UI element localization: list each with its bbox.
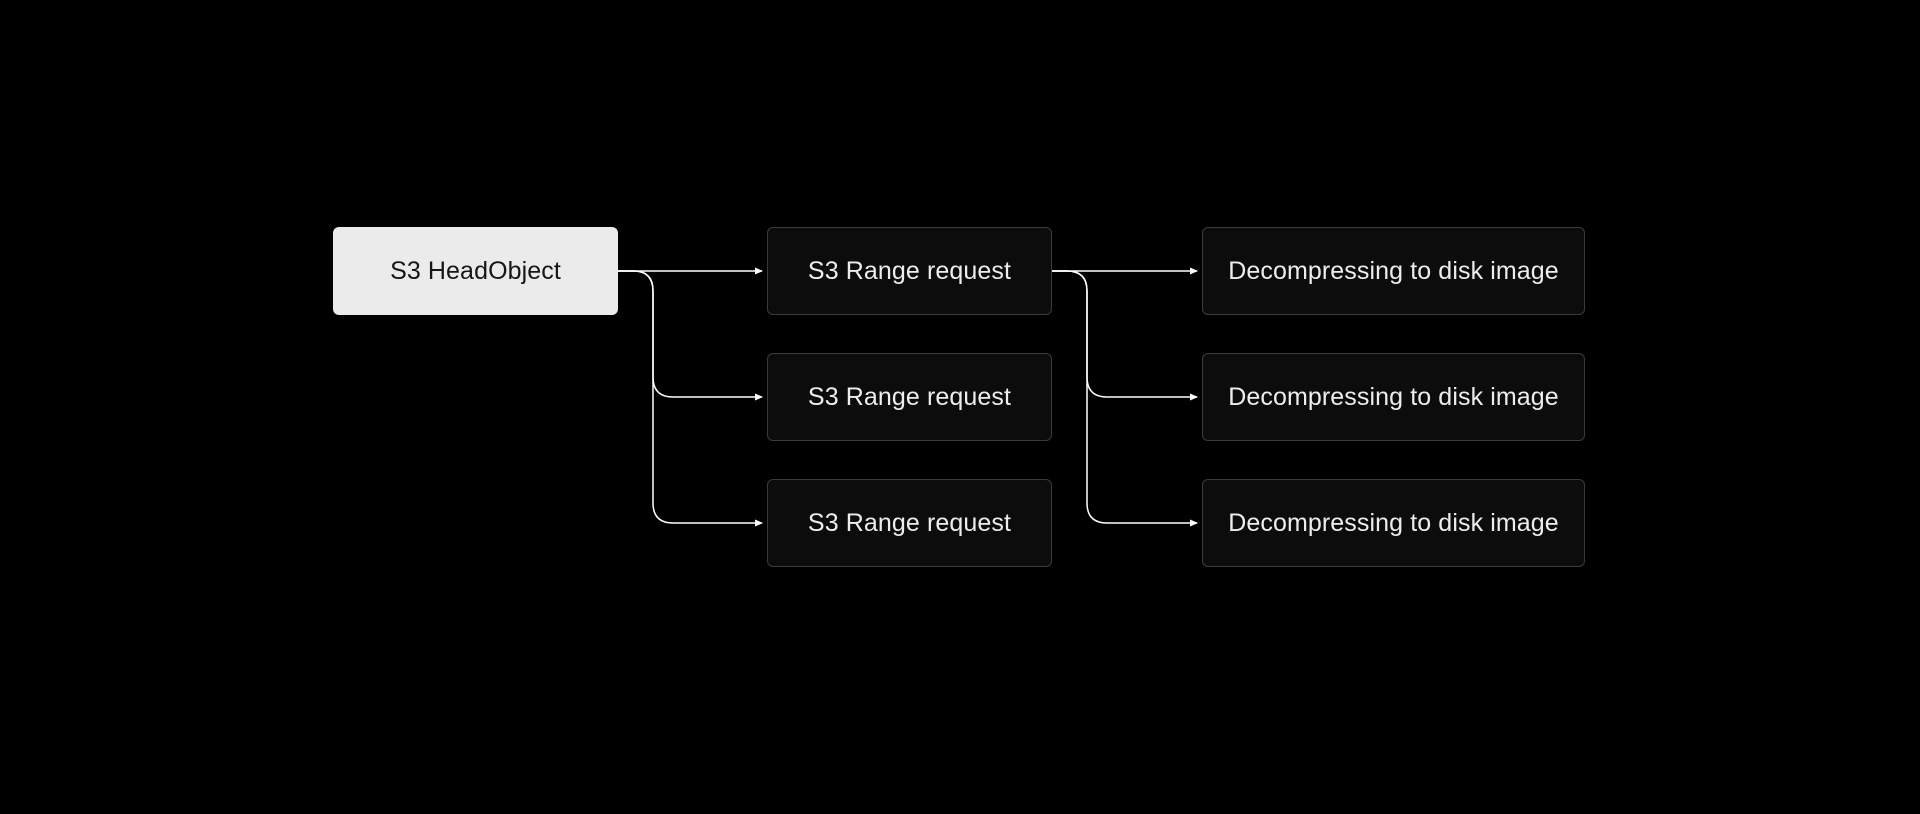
- node-decompress-1: Decompressing to disk image: [1202, 227, 1585, 315]
- connector-head-to-range-2: [618, 270, 763, 401]
- node-decompress-3: Decompressing to disk image: [1202, 479, 1585, 567]
- node-s3-headobject-label: S3 HeadObject: [390, 256, 561, 285]
- node-s3-range-request-2: S3 Range request: [767, 353, 1052, 441]
- connector-head-to-range-3: [618, 270, 763, 527]
- node-decompress-2: Decompressing to disk image: [1202, 353, 1585, 441]
- connector-range-to-decompress-2: [1052, 270, 1198, 401]
- node-s3-range-request-3: S3 Range request: [767, 479, 1052, 567]
- node-decompress-label: Decompressing to disk image: [1228, 256, 1559, 285]
- node-s3-range-request-label: S3 Range request: [807, 508, 1012, 537]
- node-s3-headobject: S3 HeadObject: [333, 227, 618, 315]
- node-decompress-label: Decompressing to disk image: [1228, 508, 1559, 537]
- node-s3-range-request-label: S3 Range request: [807, 256, 1012, 285]
- node-decompress-label: Decompressing to disk image: [1228, 382, 1559, 411]
- connector-range-to-decompress-3: [1052, 270, 1198, 527]
- node-s3-range-request-label: S3 Range request: [807, 382, 1012, 411]
- node-s3-range-request-1: S3 Range request: [767, 227, 1052, 315]
